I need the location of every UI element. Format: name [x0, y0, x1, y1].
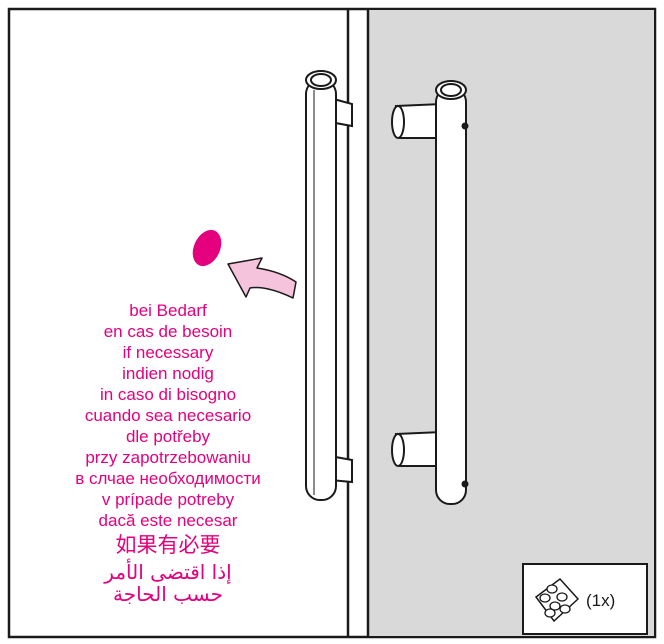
- caption-line: if necessary: [122, 343, 214, 362]
- caption-line: en cas de besoin: [103, 322, 233, 341]
- curved-arrow-icon: [227, 257, 297, 299]
- caption-line: indien nodig: [122, 364, 214, 383]
- caption-line: in caso di bisogno: [99, 385, 237, 404]
- adhesive-pads-sheet-icon: [534, 577, 580, 623]
- door-handle-icon: [305, 70, 353, 501]
- caption-line-arabic: إذا اقتضى الأمر: [104, 560, 232, 584]
- door-handle-icon: [391, 80, 469, 505]
- caption-line-chinese: 如果有必要: [115, 533, 221, 557]
- magenta-adhesive-pad-icon: [192, 229, 222, 267]
- caption-line: dacă este necesar: [98, 511, 238, 530]
- caption-line: dle potřeby: [125, 427, 211, 446]
- caption-line: в слчае необходимости: [75, 469, 261, 488]
- multilingual-caption: bei Bedarf en cas de besoin if necessary…: [0, 300, 336, 607]
- caption-line: przy zapotrzebowaniu: [85, 448, 251, 467]
- quantity-label: (1x): [586, 591, 616, 610]
- parts-box: (1x): [522, 563, 648, 635]
- caption-line-arabic-cut: حسب الحاجة: [113, 582, 223, 606]
- caption-line: bei Bedarf: [129, 301, 207, 320]
- caption-line: cuando sea necesario: [84, 406, 252, 425]
- caption-line: v prípade potreby: [101, 490, 235, 509]
- glass-door-panel: [368, 10, 654, 636]
